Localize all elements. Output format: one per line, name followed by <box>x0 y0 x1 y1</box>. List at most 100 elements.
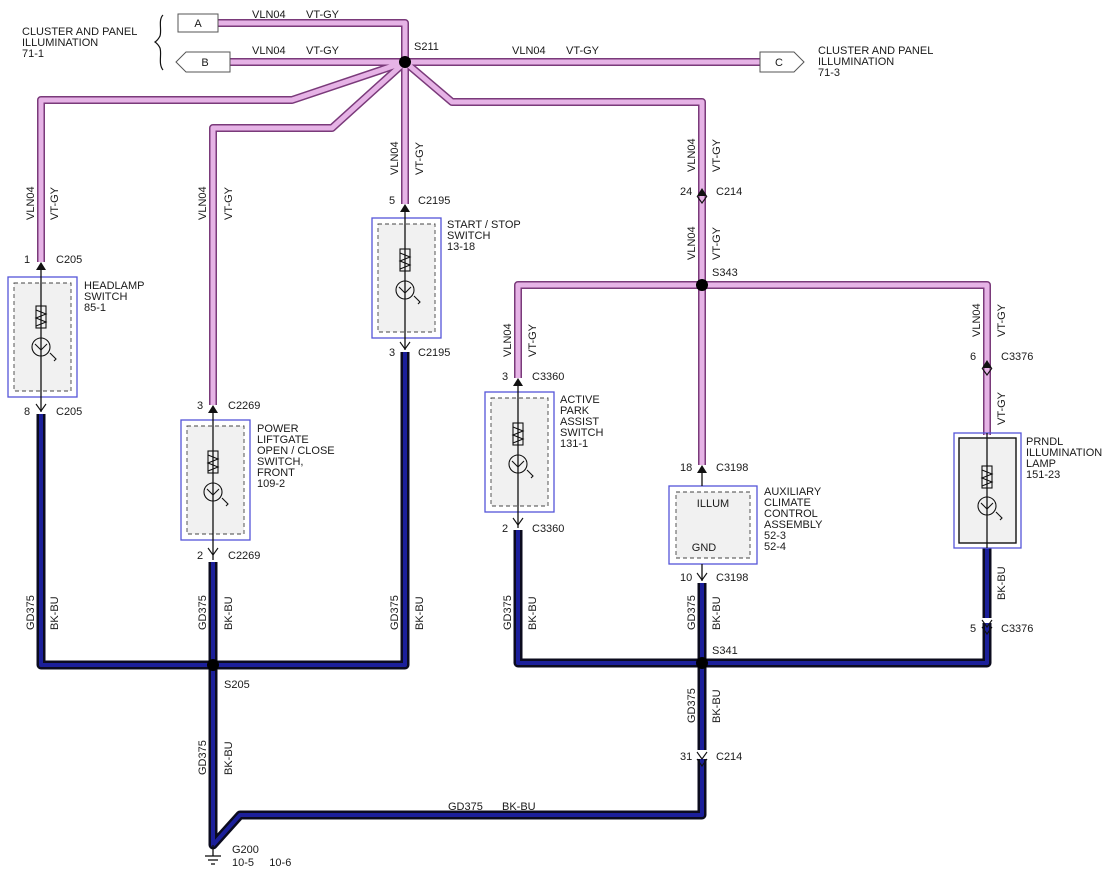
tag-b-label: B <box>201 57 208 69</box>
pin-number: 24 <box>680 186 692 198</box>
circuit-code: VLN04 <box>502 323 514 357</box>
wire-s211-headlamp <box>37 58 407 262</box>
connector-name: C3198 <box>716 572 748 584</box>
circuit-code: GD375 <box>502 595 514 630</box>
connector-name: C2195 <box>418 195 450 207</box>
wire-s343-prndl <box>702 281 991 435</box>
circuit-color: BK-BU <box>502 801 536 813</box>
splice-s341-label: S341 <box>712 645 738 657</box>
connector-name: C2195 <box>418 347 450 359</box>
connector-name: C3360 <box>532 523 564 535</box>
lamp-icon <box>395 280 415 300</box>
circuit-color: BK-BU <box>996 566 1008 600</box>
circuit-code: VLN04 <box>512 45 546 57</box>
splice-s341 <box>696 657 708 669</box>
park-assist-switch <box>484 380 555 528</box>
pin-number: 2 <box>197 550 203 562</box>
liftgate-switch <box>180 407 251 560</box>
tag-c: C <box>759 51 805 73</box>
connector-name: C205 <box>56 406 82 418</box>
resistor-icon <box>512 422 524 446</box>
circuit-color: BK-BU <box>711 689 723 723</box>
circuit-color: VT-GY <box>711 138 723 172</box>
connector-arrow-icon <box>400 204 410 212</box>
wire-s343-park <box>514 281 702 378</box>
connector-name: C2269 <box>228 550 260 562</box>
pin-number: 3 <box>197 400 203 412</box>
splice-s211-label: S211 <box>414 41 439 53</box>
wire-gnd-s205-g200 <box>208 665 707 850</box>
connector-arrow-icon <box>982 360 992 368</box>
aux-climate-control: ILLUM GND <box>668 467 758 581</box>
circuit-color: BK-BU <box>711 596 723 630</box>
start-stop-switch-body <box>377 223 436 333</box>
wire-liftgate-core <box>210 60 407 405</box>
circuit-code: GD375 <box>448 801 483 813</box>
wire-gnd-s341-core <box>516 530 989 665</box>
lamp-icon <box>508 454 528 474</box>
splice-s343 <box>696 279 708 291</box>
connector-name: C2269 <box>228 400 260 412</box>
circuit-code: GD375 <box>25 595 37 630</box>
aux-climate-body <box>675 491 751 559</box>
circuit-color: VT-GY <box>996 391 1008 425</box>
circuit-color: VT-GY <box>566 45 600 57</box>
cluster-bracket <box>153 14 164 71</box>
circuit-code: VLN04 <box>971 303 983 337</box>
connector-arrow-icon <box>697 188 707 196</box>
connector-name: C214 <box>716 186 742 198</box>
pin-number: 6 <box>970 351 976 363</box>
gnd-pin-label: GND <box>692 542 717 554</box>
circuit-color: VT-GY <box>527 323 539 357</box>
circuit-color: VT-GY <box>996 303 1008 337</box>
park-assist-switch-outline <box>484 391 555 513</box>
circuit-color: BK-BU <box>527 596 539 630</box>
illumination-wires <box>37 19 991 465</box>
wire-gnd-s341 <box>513 530 992 668</box>
circuit-color: VT-GY <box>306 45 340 57</box>
circuit-code: VLN04 <box>197 186 209 220</box>
circuit-code: VLN04 <box>686 226 698 260</box>
splice-s205 <box>207 659 219 671</box>
resistor-icon <box>207 450 219 474</box>
connector-name: C3376 <box>1001 351 1033 363</box>
splice-s211 <box>399 56 411 68</box>
circuit-color: BK-BU <box>414 596 426 630</box>
circuit-code: VLN04 <box>252 45 286 57</box>
circuit-code: VLN04 <box>686 138 698 172</box>
park-assist-switch-body <box>490 397 549 507</box>
connector-name: C3360 <box>532 371 564 383</box>
vertical-circuit-labels: VLN04 VT-GY VLN04 VT-GY VLN04 VT-GY VLN0… <box>25 138 1008 775</box>
tag-a-label: A <box>194 18 202 30</box>
headlamp-switch <box>7 264 78 412</box>
pin-number: 31 <box>680 751 692 763</box>
headlamp-switch-outline <box>7 276 78 398</box>
circuit-code: GD375 <box>197 595 209 630</box>
resistor-icon <box>981 465 993 489</box>
circuit-color: BK-BU <box>49 596 61 630</box>
splice-s205-label: S205 <box>224 679 250 691</box>
pin-number: 1 <box>24 254 30 266</box>
prndl-lamp <box>953 432 1022 549</box>
connector-arrow-icon <box>36 262 46 270</box>
circuit-color: VT-GY <box>223 186 235 220</box>
splice-s343-label: S343 <box>712 267 738 279</box>
circuit-code: VLN04 <box>389 141 401 175</box>
liftgate-switch-outline <box>180 419 251 541</box>
wire-gnd-s205-core <box>39 352 407 667</box>
wire-gnd-g200-core <box>211 665 704 847</box>
pin-number: 2 <box>502 523 508 535</box>
connector-name: C3376 <box>1001 623 1033 635</box>
pin-number: 3 <box>389 347 395 359</box>
lamp-icon <box>203 482 223 502</box>
circuit-color: VT-GY <box>414 141 426 175</box>
headlamp-switch-body <box>13 282 72 392</box>
pin-number: 18 <box>680 462 692 474</box>
